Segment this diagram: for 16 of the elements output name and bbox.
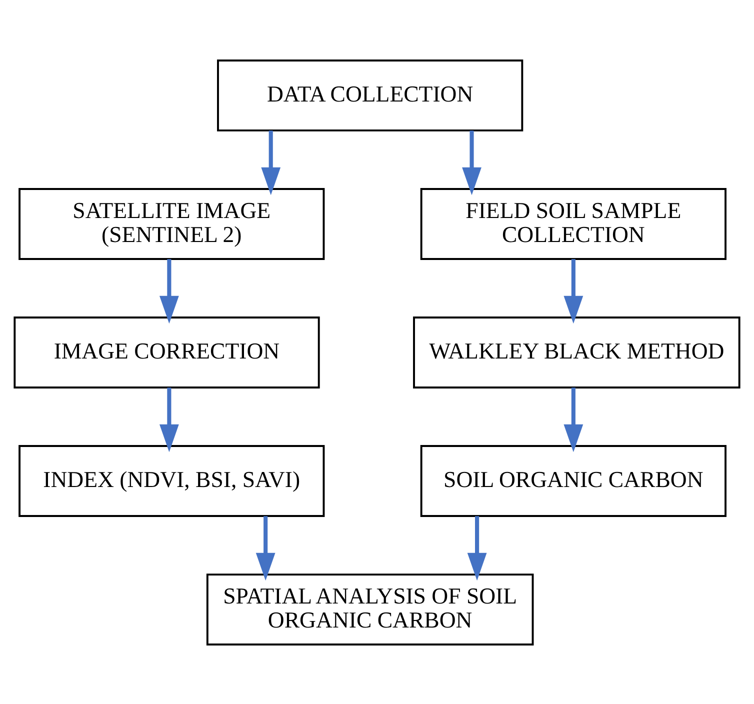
node-box: IMAGE CORRECTION — [14, 316, 320, 388]
arrow — [462, 130, 482, 195]
node-box: SOIL ORGANIC CARBON — [420, 444, 726, 516]
arrow — [467, 516, 487, 580]
node-box: SPATIAL ANALYSIS OF SOIL ORGANIC CARBON — [206, 573, 534, 645]
node-box: WALKLEY BLACK METHOD — [413, 316, 740, 388]
arrow — [564, 387, 584, 452]
node-box: FIELD SOIL SAMPLE COLLECTION — [420, 188, 726, 260]
node-box: INDEX (NDVI, BSI, SAVI) — [18, 444, 325, 516]
node-box: SATELLITE IMAGE (SENTINEL 2) — [18, 188, 325, 260]
arrow — [159, 258, 179, 324]
node-box: DATA COLLECTION — [217, 59, 524, 131]
arrow — [256, 516, 276, 580]
arrow — [261, 130, 281, 195]
arrow — [564, 258, 584, 324]
arrow — [160, 387, 179, 452]
